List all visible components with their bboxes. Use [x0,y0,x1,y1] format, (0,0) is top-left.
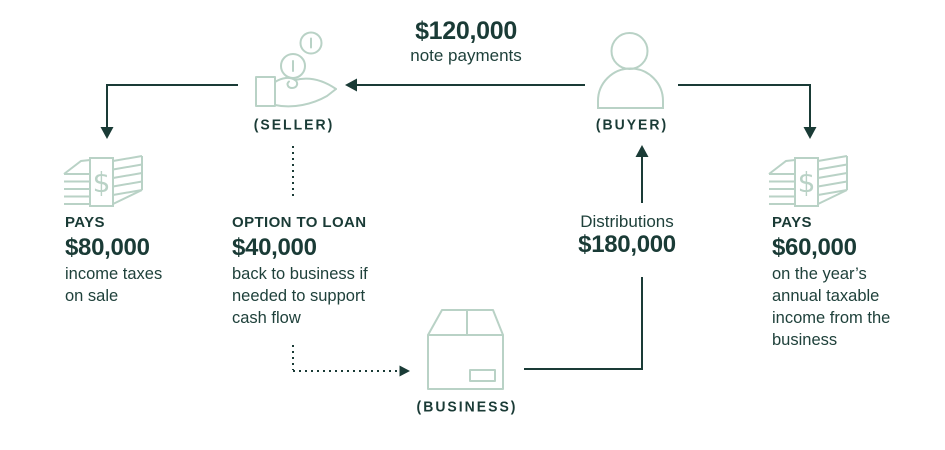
distributions-callout: Distributions $180,000 [552,212,702,257]
option-to-loan-callout: OPTION TO LOAN $40,000 back to business … [232,214,407,330]
arrowhead-dotted-right [399,365,410,377]
arrowhead-up [635,145,649,157]
note-payments-amount: $120,000 [415,17,517,45]
buyer-pays-caps: PAYS [772,214,812,231]
coins-in-hand-icon [255,31,337,108]
buyer-node-label: (BUYER) [595,115,669,133]
money-stack-icon: $ [63,155,143,207]
option-to-loan-caps: OPTION TO LOAN [232,214,367,231]
shipping-box-icon [427,309,504,390]
money-stack-icon: $ [768,155,848,207]
business-node-label: (BUSINESS) [416,397,518,415]
svg-text:$: $ [93,166,111,199]
arrowhead-down-right [803,127,817,139]
buyer-pays-callout: PAYS $60,000 on the year’s annual taxabl… [772,214,922,352]
arrowhead-down-left [100,127,114,139]
option-to-loan-amount: $40,000 [232,234,317,261]
seller-node-label: (SELLER) [253,115,335,133]
arrow-seller-pays [106,84,238,127]
seller-pays-amount: $80,000 [65,234,150,261]
arrowhead-left [345,78,357,92]
seller-pays-description: income taxes on sale [65,265,163,306]
buyer-pays-amount: $60,000 [772,234,857,261]
arrow-buyer-pays [678,84,811,127]
distributions-label: Distributions [580,212,674,231]
note-payments-callout: $120,000 note payments [356,18,576,66]
seller-pays-caps: PAYS [65,214,105,231]
note-payments-label: note payments [410,46,522,66]
svg-text:$: $ [798,166,816,199]
person-icon [597,32,664,109]
seller-pays-callout: PAYS $80,000 income taxes on sale [65,214,215,308]
buyer-pays-description: on the year’s annual taxable income from… [772,265,891,349]
option-to-loan-description: back to business if needed to support ca… [232,265,368,328]
dotted-line-loan-to-business [292,345,399,372]
distributions-amount: $180,000 [578,231,676,258]
arrow-business-distributions [524,277,643,370]
